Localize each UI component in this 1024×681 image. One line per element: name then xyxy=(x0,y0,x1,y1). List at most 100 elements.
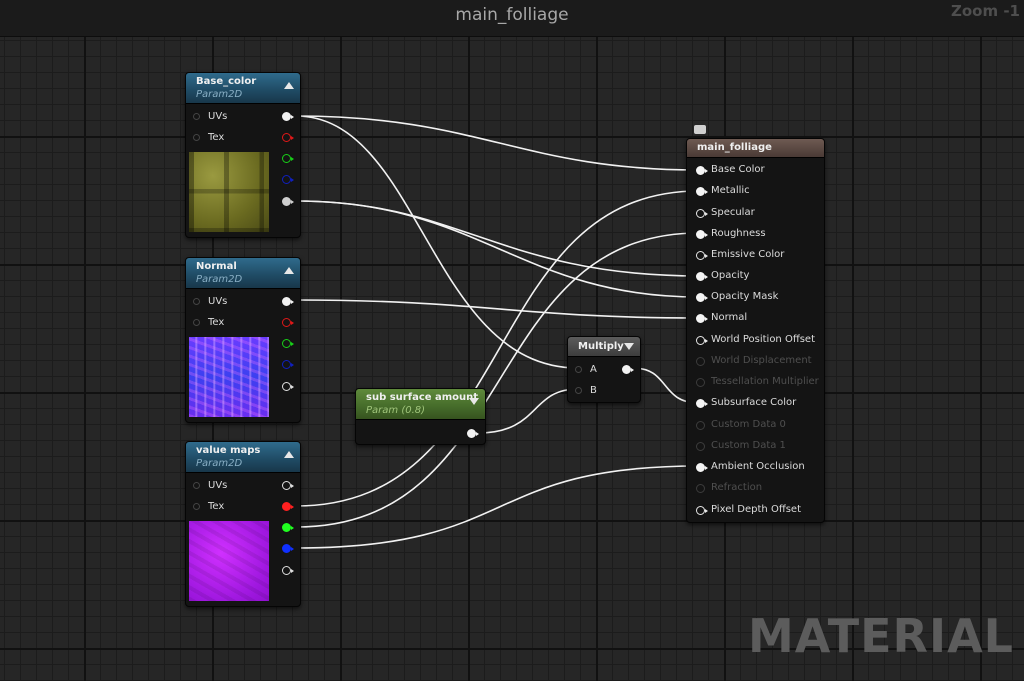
input-pin-pixel-depth-offset[interactable] xyxy=(696,506,708,515)
texture-preview-value-maps xyxy=(189,521,269,601)
input-pin-uvs[interactable] xyxy=(193,298,200,305)
node-title: value maps xyxy=(196,445,261,456)
node-header[interactable]: Base_color Param2D xyxy=(186,73,300,104)
graph-title-bar: main_folliage Zoom -1 xyxy=(0,0,1024,37)
output-pin-rgb[interactable] xyxy=(282,481,294,490)
node-subtitle: Param2D xyxy=(196,89,243,100)
input-pin-world-displacement xyxy=(696,357,705,366)
pin-label-tex: Tex xyxy=(208,132,225,143)
input-pin-base-color[interactable] xyxy=(696,166,708,175)
input-pin-normal[interactable] xyxy=(696,314,708,323)
output-pin-alpha[interactable] xyxy=(282,197,294,206)
node-title: Base_color xyxy=(196,76,257,87)
input-pin-roughness[interactable] xyxy=(696,230,708,239)
input-pin-metallic[interactable] xyxy=(696,187,708,196)
wire-subsurface-to-multiply-b xyxy=(477,388,579,434)
collapse-arrow-icon[interactable] xyxy=(284,82,294,89)
pin-label-custom-data-1: Custom Data 1 xyxy=(711,440,786,451)
node-title: main_folliage xyxy=(697,142,772,153)
input-pin-uvs[interactable] xyxy=(193,482,200,489)
output-pin-blue[interactable] xyxy=(282,360,294,369)
output-pin-green[interactable] xyxy=(282,339,294,348)
pin-label-tessellation-multiplier: Tessellation Multiplier xyxy=(711,376,819,387)
expand-arrow-icon[interactable] xyxy=(469,398,479,405)
output-pin-value[interactable] xyxy=(467,429,479,438)
texture-preview-normal xyxy=(189,337,269,417)
input-pin-uvs[interactable] xyxy=(193,113,200,120)
input-pin-b[interactable] xyxy=(575,387,582,394)
input-pin-tex[interactable] xyxy=(193,134,200,141)
pin-label-emissive-color: Emissive Color xyxy=(711,249,785,260)
input-pin-subsurface-color[interactable] xyxy=(696,399,708,408)
pin-label-ambient-occlusion: Ambient Occlusion xyxy=(711,461,805,472)
input-pin-emissive-color[interactable] xyxy=(696,251,708,260)
pin-label-b: B xyxy=(590,385,597,396)
output-pin-blue[interactable] xyxy=(282,544,294,553)
node-header[interactable]: Normal Param2D xyxy=(186,258,300,289)
node-subtitle: Param (0.8) xyxy=(366,405,426,416)
expand-arrow-icon[interactable] xyxy=(624,343,634,350)
pin-label-opacity-mask: Opacity Mask xyxy=(711,291,779,302)
output-pin-green[interactable] xyxy=(282,154,294,163)
collapse-arrow-icon[interactable] xyxy=(284,267,294,274)
output-pin-rgb[interactable] xyxy=(282,112,294,121)
pin-label-a: A xyxy=(590,364,597,375)
output-pin-result[interactable] xyxy=(622,365,634,374)
output-pin-rgb[interactable] xyxy=(282,297,294,306)
pin-label-uvs: UVs xyxy=(208,296,228,307)
pin-label-opacity: Opacity xyxy=(711,270,750,281)
pin-label-uvs: UVs xyxy=(208,111,228,122)
input-pin-opacity-mask[interactable] xyxy=(696,293,708,302)
pin-label-normal: Normal xyxy=(711,312,748,323)
material-watermark: MATERIAL xyxy=(747,609,1014,663)
graph-title: main_folliage xyxy=(455,5,569,25)
wire-basecolor-to-basecolor xyxy=(295,115,700,171)
texture-node-normal[interactable]: Normal Param2D UVs Tex xyxy=(185,257,301,423)
output-pin-green[interactable] xyxy=(282,523,294,532)
node-title: sub surface amount xyxy=(366,392,479,403)
pin-label-pixel-depth-offset: Pixel Depth Offset xyxy=(711,504,801,515)
input-pin-tessellation-multiplier xyxy=(696,378,705,387)
input-pin-specular[interactable] xyxy=(696,209,708,218)
node-header[interactable]: sub surface amount Param (0.8) xyxy=(356,389,485,420)
pin-label-refraction: Refraction xyxy=(711,482,763,493)
param-node-sub-surface-amount[interactable]: sub surface amount Param (0.8) xyxy=(355,388,486,445)
output-pin-alpha[interactable] xyxy=(282,382,294,391)
output-pin-red[interactable] xyxy=(282,318,294,327)
input-pin-custom-data-0 xyxy=(696,421,705,430)
wire-basecolor-alpha-to-opacity-mask xyxy=(295,200,700,298)
node-header[interactable]: main_folliage xyxy=(687,139,824,158)
pin-label-specular: Specular xyxy=(711,207,755,218)
node-header[interactable]: value maps Param2D xyxy=(186,442,300,473)
pin-label-world-position-offset: World Position Offset xyxy=(711,334,815,345)
comment-bubble-icon[interactable] xyxy=(694,125,706,134)
node-header[interactable]: Multiply xyxy=(568,337,640,357)
texture-node-value-maps[interactable]: value maps Param2D UVs Tex xyxy=(185,441,301,607)
pin-label-metallic: Metallic xyxy=(711,185,750,196)
input-pin-tex[interactable] xyxy=(193,319,200,326)
output-pin-red[interactable] xyxy=(282,133,294,142)
pin-label-roughness: Roughness xyxy=(711,228,766,239)
output-pin-red[interactable] xyxy=(282,502,294,511)
texture-preview-base-color xyxy=(189,152,269,232)
pin-label-tex: Tex xyxy=(208,317,225,328)
wire-basecolor-alpha-to-opacity xyxy=(295,200,700,277)
input-pin-a[interactable] xyxy=(575,366,582,373)
input-pin-ambient-occlusion[interactable] xyxy=(696,463,708,472)
zoom-level: Zoom -1 xyxy=(950,2,1020,20)
wire-basecolor-to-multiply-a xyxy=(295,115,579,369)
node-subtitle: Param2D xyxy=(196,274,243,285)
output-pin-blue[interactable] xyxy=(282,175,294,184)
output-pin-alpha[interactable] xyxy=(282,566,294,575)
math-node-multiply[interactable]: Multiply A B xyxy=(567,336,641,403)
input-pin-tex[interactable] xyxy=(193,503,200,510)
input-pin-opacity[interactable] xyxy=(696,272,708,281)
texture-node-base-color[interactable]: Base_color Param2D UVs Tex xyxy=(185,72,301,238)
material-result-node[interactable]: main_folliage Base Color Metallic Specul… xyxy=(686,138,825,523)
input-pin-world-position-offset[interactable] xyxy=(696,336,708,345)
input-pin-custom-data-1 xyxy=(696,442,705,451)
wire-normal-to-normal xyxy=(295,299,700,319)
collapse-arrow-icon[interactable] xyxy=(284,451,294,458)
node-title: Normal xyxy=(196,261,237,272)
